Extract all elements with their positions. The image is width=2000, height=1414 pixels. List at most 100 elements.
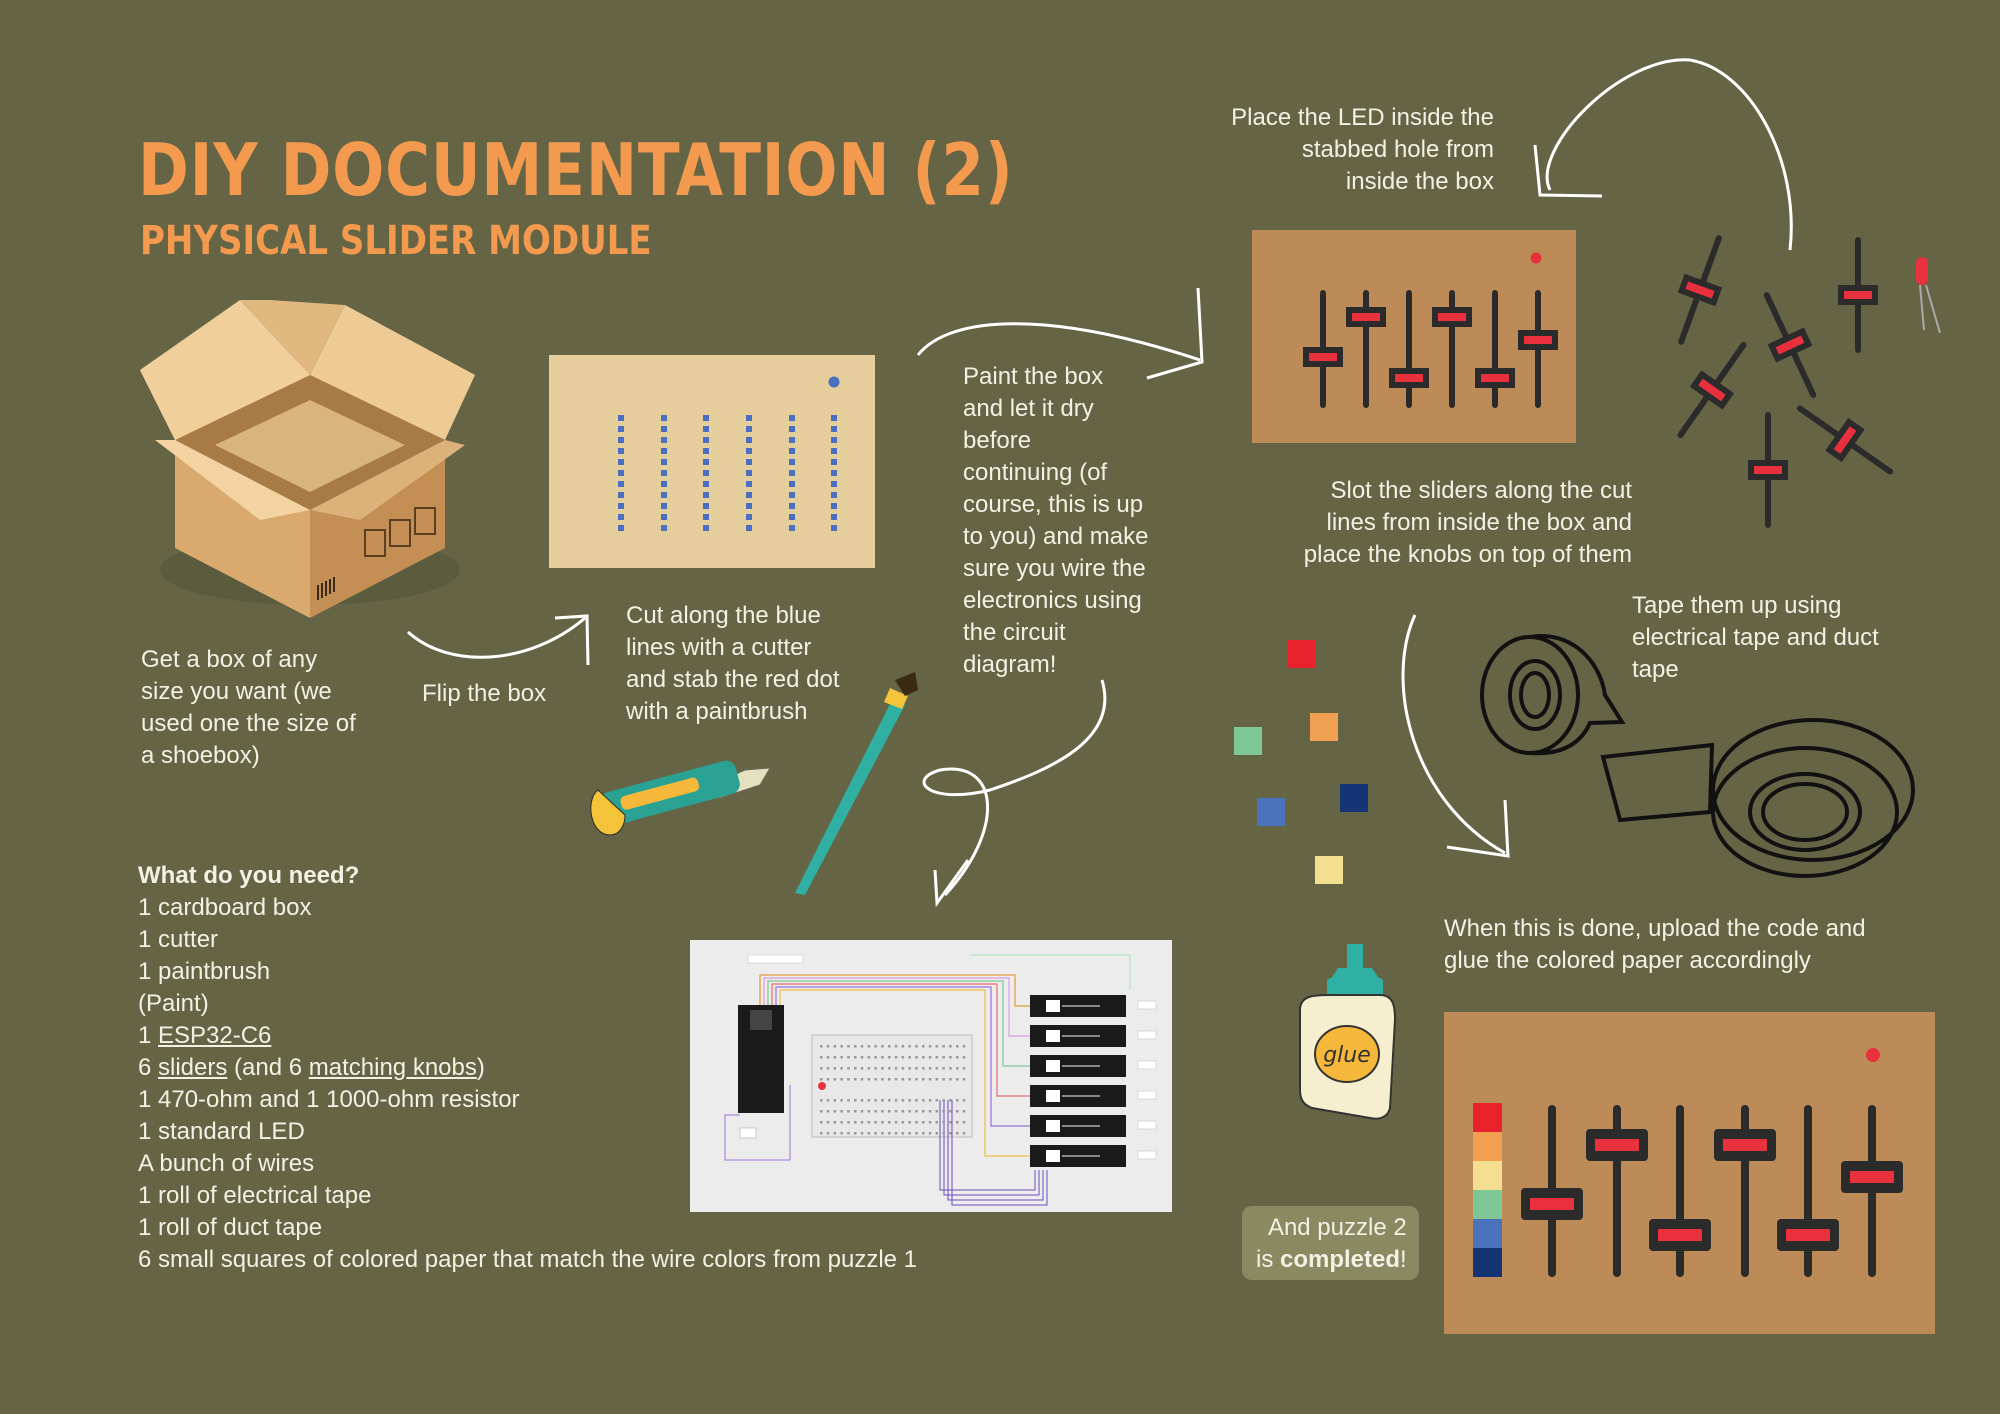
completion-line-1: And puzzle 2 <box>1267 1214 1407 1241</box>
cut-line-dot <box>746 448 752 454</box>
circuit-wire <box>771 983 1030 1097</box>
breadboard-hole <box>826 1078 830 1081</box>
circuit-wire <box>763 977 1030 1037</box>
circuit-slider-knob <box>1046 1150 1060 1162</box>
breadboard-hole <box>826 1132 830 1135</box>
slider-knob-stripe <box>1309 353 1337 361</box>
cut-line-dot <box>789 492 795 498</box>
breadboard-hole <box>874 1067 877 1070</box>
breadboard-hole <box>847 1056 850 1059</box>
breadboard-hole <box>922 1067 925 1070</box>
sliders-link[interactable]: sliders <box>158 1054 228 1081</box>
breadboard-hole <box>820 1078 823 1081</box>
curved-arrow-icon <box>1401 614 1506 855</box>
cut-line-dot <box>703 514 709 520</box>
breadboard-hole <box>928 1078 932 1081</box>
completion-prefix: is <box>1256 1246 1280 1273</box>
circuit-label <box>1137 1150 1157 1160</box>
breadboard-hole <box>942 1078 945 1081</box>
color-strip-square <box>1473 1161 1502 1190</box>
breadboard-hole <box>915 1121 918 1124</box>
paintbrush-icon <box>795 672 918 895</box>
slider-knob-stripe <box>1833 426 1857 454</box>
breadboard-hole <box>894 1121 898 1124</box>
text-line: Place the LED inside the <box>1231 104 1494 131</box>
breadboard-hole <box>908 1110 911 1113</box>
breadboard-hole <box>847 1121 850 1124</box>
breadboard-hole <box>881 1045 884 1048</box>
cut-line-dot <box>746 481 752 487</box>
breadboard-hole <box>888 1067 891 1070</box>
breadboard-hole <box>860 1110 864 1113</box>
cut-line-dot <box>703 459 709 465</box>
completion-bold: completed <box>1280 1246 1401 1273</box>
text-line: tape <box>1632 656 1679 683</box>
text-line: Paint the box <box>963 363 1104 390</box>
tape-roll-icon <box>1600 718 1915 878</box>
cut-line-dot <box>746 437 752 443</box>
esp32-link[interactable]: ESP32-C6 <box>158 1022 272 1049</box>
breadboard-hole <box>860 1056 864 1059</box>
breadboard-hole <box>949 1132 952 1135</box>
arrow-head-icon <box>1446 799 1510 858</box>
breadboard-hole <box>894 1099 898 1102</box>
breadboard-hole <box>881 1056 884 1059</box>
glue-label: glue <box>1323 1043 1371 1068</box>
breadboard-hole <box>820 1121 823 1124</box>
text-line: and let it dry <box>963 395 1094 422</box>
circuit-label <box>1137 1090 1157 1100</box>
slider-knob-stripe <box>1754 466 1782 474</box>
text-line: glue the colored paper accordingly <box>1444 947 1811 974</box>
sliders-suffix: ) <box>476 1054 485 1081</box>
list-item: 1 roll of duct tape <box>138 1214 323 1241</box>
breadboard-hole <box>854 1045 857 1048</box>
cut-line-dot <box>746 459 752 465</box>
slider-knob-stripe <box>1481 374 1509 382</box>
breadboard-hole <box>922 1121 925 1124</box>
cut-line-dot <box>661 459 667 465</box>
cut-template-board <box>549 355 875 568</box>
breadboard-hole <box>894 1078 898 1081</box>
arrow-head-icon <box>1146 287 1204 380</box>
cut-line-dot <box>661 448 667 454</box>
knobs-link[interactable]: matching knobs <box>308 1054 477 1081</box>
breadboard-hole <box>894 1067 898 1070</box>
breadboard-hole <box>847 1132 850 1135</box>
text-line: stabbed hole from <box>1301 136 1494 163</box>
text-line: electronics using <box>963 587 1142 614</box>
breadboard-hole <box>867 1132 871 1135</box>
breadboard-hole <box>949 1110 952 1113</box>
breadboard-hole <box>949 1078 952 1081</box>
loop-arrow-icon <box>1545 58 1793 251</box>
breadboard-hole <box>833 1045 837 1048</box>
breadboard-hole <box>874 1132 877 1135</box>
cut-line-dot <box>618 459 624 465</box>
page-title: DIY DOCUMENTATION (2) <box>138 128 1014 212</box>
list-item: 1 cutter <box>138 926 219 953</box>
breadboard-hole <box>867 1121 871 1124</box>
circuit-wire <box>943 1100 1040 1196</box>
cut-line-dot <box>618 470 624 476</box>
breadboard-hole <box>888 1078 891 1081</box>
breadboard-hole <box>867 1067 871 1070</box>
color-strip-square <box>1473 1248 1502 1277</box>
text-line: lines from inside the box and <box>1326 509 1632 536</box>
breadboard-hole <box>894 1045 898 1048</box>
breadboard-hole <box>942 1045 945 1048</box>
cut-line-dot <box>618 426 624 432</box>
breadboard-hole <box>826 1121 830 1124</box>
breadboard-hole <box>928 1099 932 1102</box>
breadboard-hole <box>962 1132 966 1135</box>
slider-icon <box>1677 235 1723 345</box>
circuit-slider-knob <box>1046 1060 1060 1072</box>
arrow-head-icon <box>554 614 590 666</box>
breadboard-hole <box>840 1078 843 1081</box>
cut-line-dot <box>831 503 837 509</box>
breadboard-hole <box>956 1078 959 1081</box>
breadboard-hole <box>922 1110 925 1113</box>
slider-knob-stripe <box>1850 1171 1894 1183</box>
breadboard-hole <box>935 1078 939 1081</box>
